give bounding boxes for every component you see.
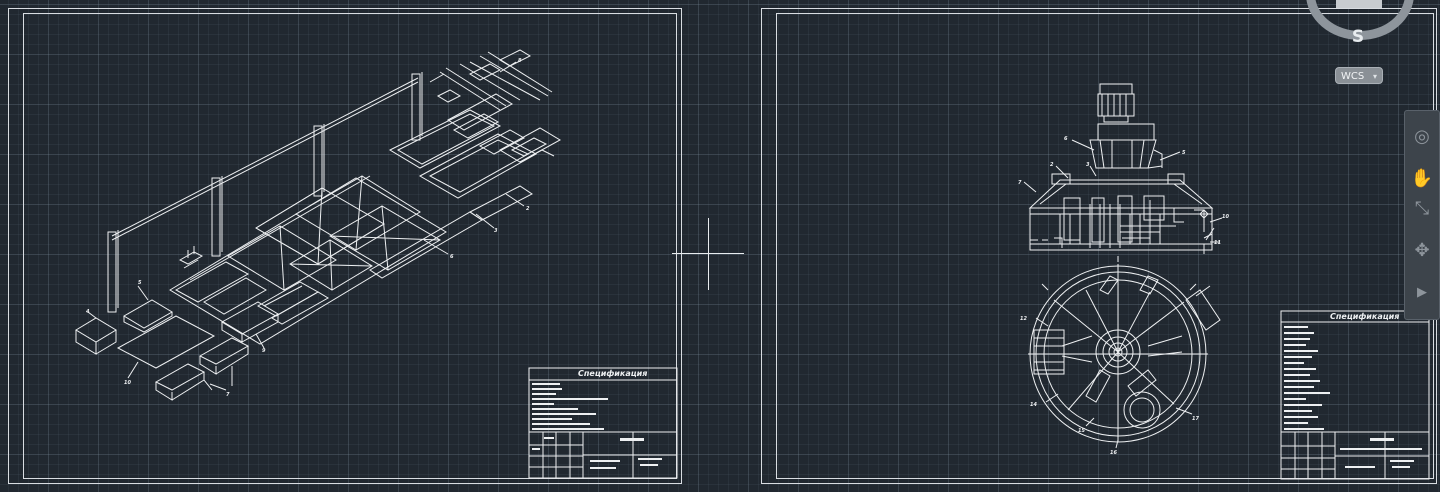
- cursor-crosshair-vertical: [708, 218, 709, 290]
- zoom-extents-icon[interactable]: ⤡: [1414, 198, 1430, 219]
- viewcube-face[interactable]: [1336, 0, 1382, 8]
- svg-text:3: 3: [1086, 162, 1090, 168]
- isometric-plant-drawing[interactable]: [75, 49, 678, 479]
- chevron-down-icon: ▾: [1372, 72, 1377, 81]
- drawing-sheet-left[interactable]: [8, 8, 682, 484]
- svg-text:2: 2: [526, 206, 530, 212]
- svg-text:16: 16: [1110, 450, 1117, 456]
- left-spec-heading: Спецификация: [578, 369, 647, 378]
- steering-wheel-icon[interactable]: ◎: [1414, 126, 1430, 147]
- svg-text:3: 3: [494, 228, 498, 234]
- showmotion-icon[interactable]: ▶: [1417, 285, 1427, 300]
- svg-text:6: 6: [450, 254, 454, 260]
- svg-text:7: 7: [226, 392, 230, 398]
- svg-text:5: 5: [138, 280, 142, 286]
- svg-text:2: 2: [1050, 162, 1054, 168]
- svg-text:14: 14: [1030, 402, 1037, 408]
- mixer-assembly-drawing[interactable]: [1023, 83, 1430, 480]
- pan-icon[interactable]: ✋: [1410, 168, 1434, 189]
- left-spec-table-lines: [532, 383, 662, 469]
- svg-text:8: 8: [518, 58, 522, 64]
- compass-south-label[interactable]: S: [1351, 27, 1365, 47]
- drawing-annotations: Спецификация Спецификация 4 5 6 3 2 8 9 …: [86, 58, 1399, 456]
- svg-text:9: 9: [262, 348, 266, 354]
- svg-text:4: 4: [86, 309, 90, 315]
- orbit-icon[interactable]: ✥: [1414, 240, 1430, 261]
- right-spec-table-lines: [1284, 326, 1422, 468]
- svg-text:10: 10: [1222, 214, 1229, 220]
- sheet-frame-left: [23, 13, 677, 479]
- svg-text:5: 5: [1182, 150, 1186, 156]
- svg-text:6: 6: [1064, 136, 1068, 142]
- ucs-button-label: WCS: [1341, 71, 1365, 82]
- svg-text:17: 17: [1192, 416, 1199, 422]
- navigation-bar[interactable]: ◎ ✋ ⤡ ✥ ▶: [1404, 110, 1440, 320]
- svg-text:7: 7: [1018, 180, 1022, 186]
- svg-text:15: 15: [1078, 428, 1085, 434]
- svg-text:11: 11: [1214, 240, 1221, 246]
- svg-text:10: 10: [124, 380, 131, 386]
- right-spec-heading: Спецификация: [1330, 312, 1399, 321]
- svg-text:12: 12: [1020, 316, 1027, 322]
- ucs-menu-button[interactable]: WCS ▾: [1335, 67, 1383, 84]
